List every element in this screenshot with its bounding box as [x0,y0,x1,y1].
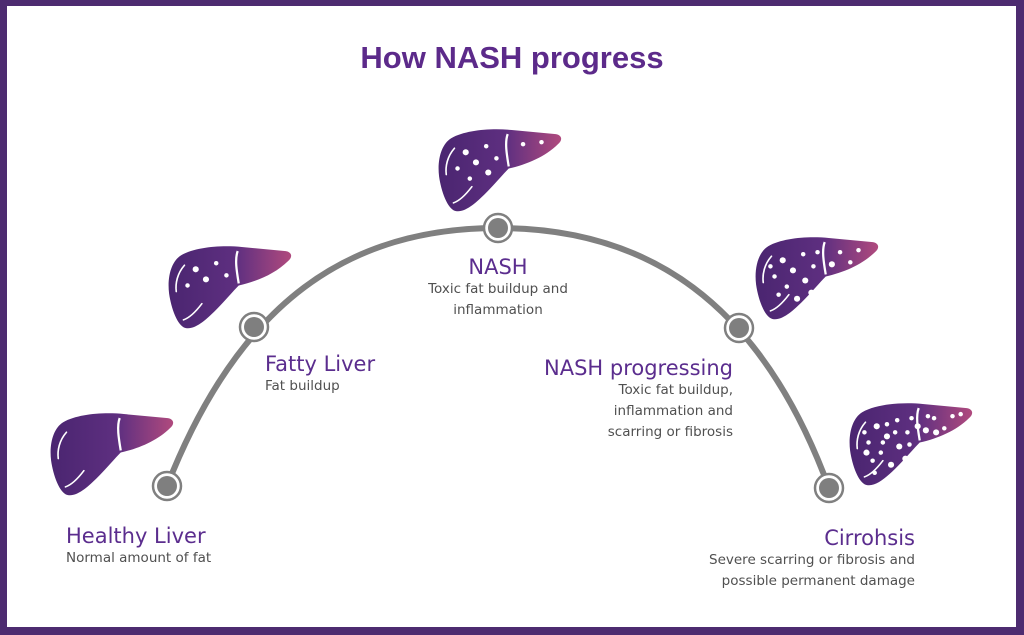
fat-spot [862,430,867,435]
stage-title: Fatty Liver [265,352,376,376]
fat-spot [520,141,526,147]
fat-spot [837,249,843,255]
fat-spot [880,440,886,445]
stage-description: inflammation [453,302,543,318]
cirrhosis-liver-icon [848,402,974,487]
fat-spot [808,289,815,296]
fat-spot [772,274,777,279]
fat-spot [896,443,903,450]
fat-spot [539,139,544,145]
stage-nash-progressing: NASH progressing Toxic fat buildup, infl… [503,356,733,443]
stage-description: possible permanent damage [721,573,915,589]
stage-node-0 [151,470,183,502]
fat-spot [494,156,499,161]
fat-spot [884,422,890,427]
stage-description: inflammation and [613,403,733,419]
stage-description: Toxic fat buildup and [428,281,568,297]
stage-title: NASH [468,255,528,279]
fat-spot [483,143,489,149]
fat-spot [902,455,909,462]
page-title: How NASH progress [360,40,664,75]
stage-description: Fat buildup [265,378,340,394]
fat-spot [887,461,895,468]
fat-spot [224,273,229,278]
fat-spot [922,427,929,434]
stage-description: Severe scarring or fibrosis and [709,552,915,568]
fat-spot [455,166,460,171]
stage-fatty: Fatty Liver Fat buildup [265,352,375,397]
fat-spot [811,264,816,269]
stage-description: scarring or fibrosis [607,424,733,440]
stage-node-4 [813,472,845,504]
stage-description: Toxic fat buildup, [618,382,733,398]
fat-spot [485,169,492,176]
fat-spot [909,415,914,421]
fat-spot [907,442,912,447]
stage-cirrhosis: Cirrohsis Severe scarring or fibrosis an… [660,526,915,592]
nash-liver-icon [437,128,563,213]
fat-spot [873,423,880,430]
fat-spot [467,176,473,181]
fat-spot [863,449,870,456]
stage-healthy: Healthy Liver Normal amount of fat [66,524,211,569]
fat-spot [802,277,809,284]
stage-node-2 [482,212,514,244]
fat-spot [789,267,797,274]
fatty-liver-icon [167,245,293,330]
fat-spot [856,247,861,253]
stage-description: Normal amount of fat [66,550,212,566]
fat-spot [866,440,871,445]
fat-spot [958,411,963,417]
fat-spot [914,423,921,430]
fat-spot [185,283,190,288]
fat-spot [192,266,199,273]
diagram-frame [7,6,1016,627]
fat-spot [950,413,955,419]
fat-spot [213,260,219,266]
fat-spot [872,470,877,476]
fat-spot [925,413,931,419]
fat-spot [784,284,790,289]
stage-title: Cirrohsis [824,526,915,550]
nash-progressing-liver-icon [754,236,880,321]
fat-spot [933,429,940,436]
fat-spot [942,426,947,431]
fat-spot [793,295,801,302]
fat-spot [776,292,781,297]
stage-title: Healthy Liver [66,524,206,548]
stage-nash: NASH Toxic fat buildup and inflammation [398,255,598,321]
fat-spot [883,433,891,440]
fat-spot [870,458,875,463]
fat-spot [892,430,898,435]
fat-spot [878,450,884,455]
fat-spot [472,159,480,166]
stage-node-3 [723,312,755,344]
fat-spot [894,417,900,423]
fat-spot [779,257,786,264]
fat-spot [202,276,210,283]
fat-spot [768,264,773,269]
fat-spot [815,249,820,255]
fat-spot [848,260,853,265]
fat-spot [462,149,469,156]
fat-spot [828,261,835,268]
stage-node-1 [238,311,270,343]
fat-spot [905,430,910,435]
fat-spot [931,415,937,421]
fat-spot [800,251,806,257]
stage-title: NASH progressing [544,356,733,380]
